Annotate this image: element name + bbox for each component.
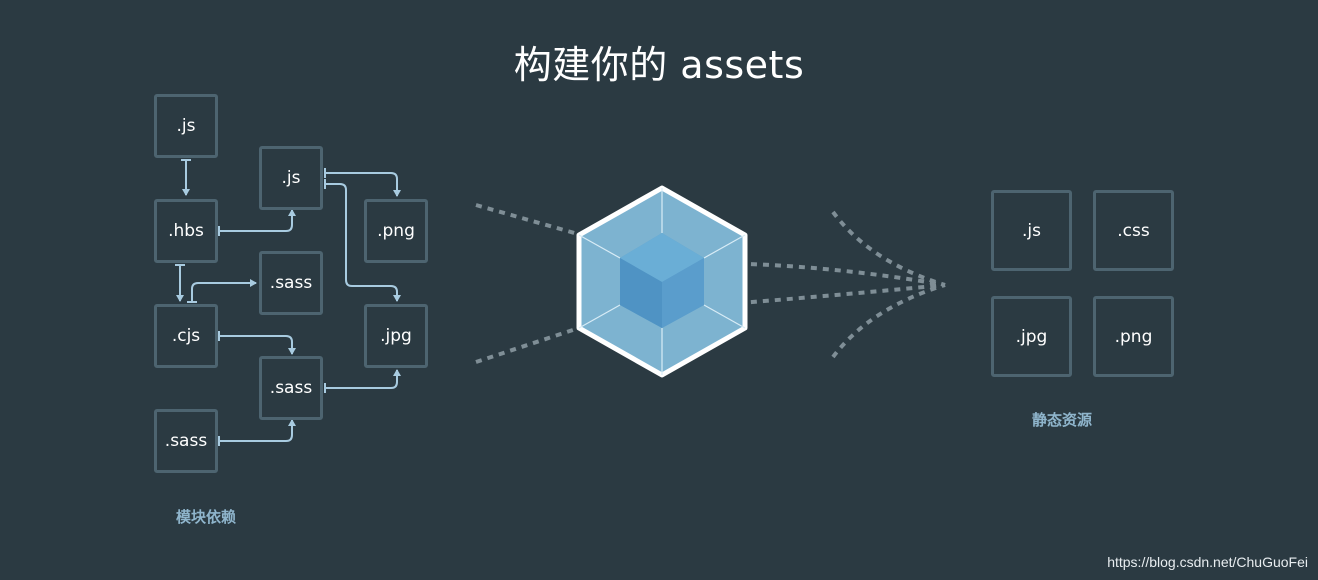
module-sass-mid: .sass <box>259 251 323 315</box>
arrow-sass-center-to-jpg <box>324 369 401 393</box>
module-cjs: .cjs <box>154 304 218 368</box>
asset-jpg: .jpg <box>991 296 1072 377</box>
arrow-js-to-png <box>324 168 401 197</box>
watermark-text: https://blog.csdn.net/ChuGuoFei <box>1107 554 1308 570</box>
module-js-center: .js <box>259 146 323 210</box>
arrow-sass-to-sass-center <box>218 419 296 446</box>
dash-out-2 <box>714 283 946 307</box>
dash-out-curve-bottom <box>831 283 946 359</box>
module-jpg: .jpg <box>364 304 428 368</box>
webpack-cube-icon <box>576 185 748 378</box>
dash-in-top <box>475 203 586 238</box>
dash-out-curve-top <box>831 210 946 287</box>
asset-png: .png <box>1093 296 1174 377</box>
module-js-top: .js <box>154 94 218 158</box>
arrow-hbs-to-js <box>218 209 296 236</box>
dash-in-bottom <box>475 324 586 364</box>
left-caption: 模块依赖 <box>176 508 237 526</box>
module-sass-bottom-left: .sass <box>154 409 218 473</box>
module-sass-center: .sass <box>259 356 323 420</box>
arrow-cjs-to-sass-center <box>218 331 296 355</box>
asset-js: .js <box>991 190 1072 271</box>
arrow-cjs-to-sass-mid <box>187 279 257 303</box>
right-caption: 静态资源 <box>1032 411 1093 429</box>
arrow-js-to-jpg <box>324 179 401 302</box>
module-hbs: .hbs <box>154 199 218 263</box>
page-title: 构建你的 assets <box>513 43 805 87</box>
module-png: .png <box>364 199 428 263</box>
asset-css: .css <box>1093 190 1174 271</box>
